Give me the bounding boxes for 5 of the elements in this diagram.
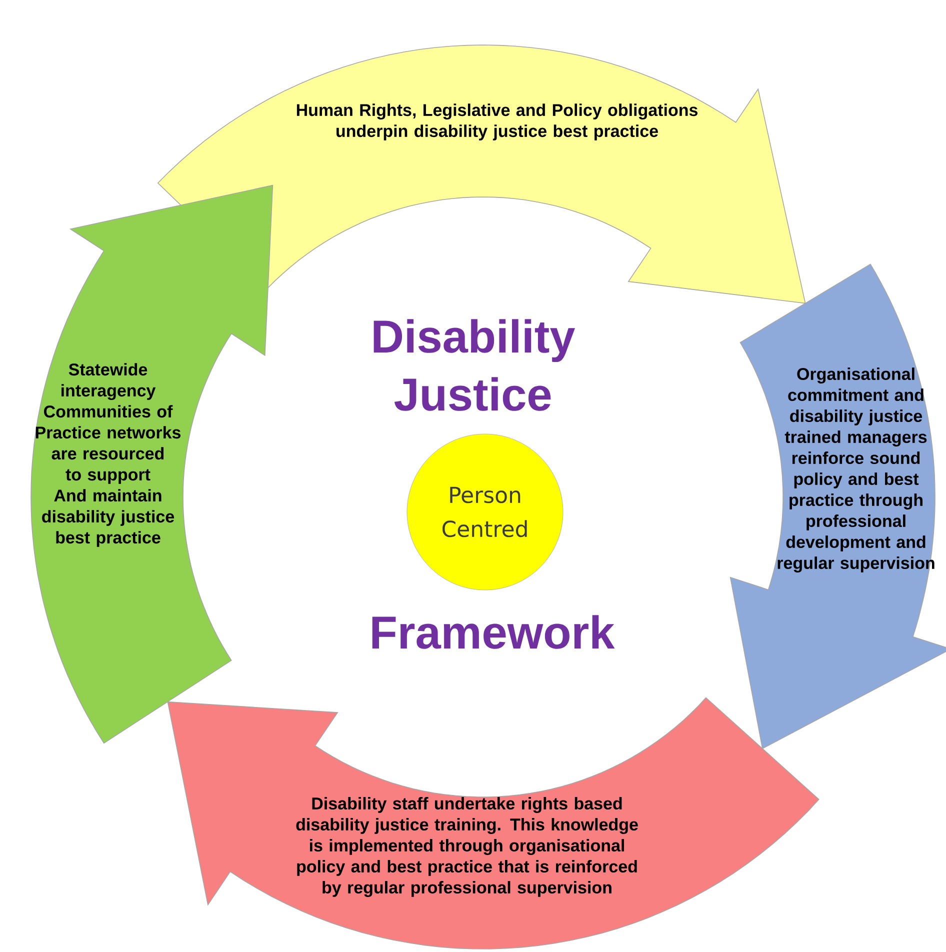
curved-banner: Disability staff undertake rights based disability justice training. This knowledge is implemented through organisational policy and best practice that is reinforced by regular professional supervision	[167, 697, 820, 950]
heading: Framework	[372, 615, 615, 649]
curved-banner: Statewide interagency Communities of Practice networks are resourced to support And maintain disability justice best practice	[30, 184, 274, 744]
curved-banner: Organisational commitment and disability justice trained managers reinforce sound policy and best practice through professional development and regular supervision	[730, 264, 946, 750]
heading: Disability Justice	[374, 319, 576, 411]
